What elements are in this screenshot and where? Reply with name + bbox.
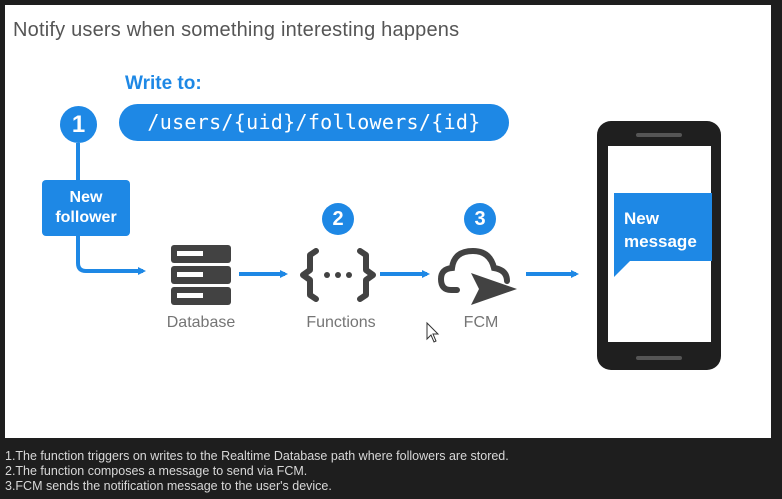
phone-message-line-1: New [624, 209, 659, 228]
fcm-label: FCM [463, 314, 499, 331]
phone-message-line-2: message [624, 232, 697, 251]
connector-follower-database [76, 236, 146, 275]
functions-label: Functions [306, 314, 376, 331]
mouse-cursor-icon [426, 321, 440, 343]
caption: 1.The function triggers on writes to the… [5, 449, 775, 494]
caption-line-2: 2.The function composes a message to sen… [5, 464, 308, 478]
caption-line-1: 1.The function triggers on writes to the… [5, 449, 509, 463]
slide: Notify users when something interesting … [5, 5, 771, 438]
message-bubble [614, 193, 712, 277]
database-icon [171, 245, 231, 305]
write-to-label: Write to: [125, 73, 202, 94]
slide-title: Notify users when something interesting … [13, 19, 460, 41]
caption-line-3: 3.FCM sends the notification message to … [5, 479, 332, 493]
phone-icon [597, 121, 721, 370]
database-path: /users/{uid}/followers/{id} [119, 104, 509, 141]
step-1-badge: 1 [60, 106, 97, 143]
diagram-graphics [76, 121, 721, 370]
fcm-icon [437, 247, 517, 305]
step-3-badge: 3 [464, 203, 496, 235]
new-follower-line-1: New [69, 189, 103, 206]
functions-icon [300, 248, 376, 302]
step-2-badge: 2 [322, 203, 354, 235]
database-label: Database [166, 314, 236, 331]
new-follower-line-2: follower [55, 209, 117, 226]
phone-message-text: New message [614, 193, 712, 261]
new-follower-box: New follower [42, 180, 130, 236]
